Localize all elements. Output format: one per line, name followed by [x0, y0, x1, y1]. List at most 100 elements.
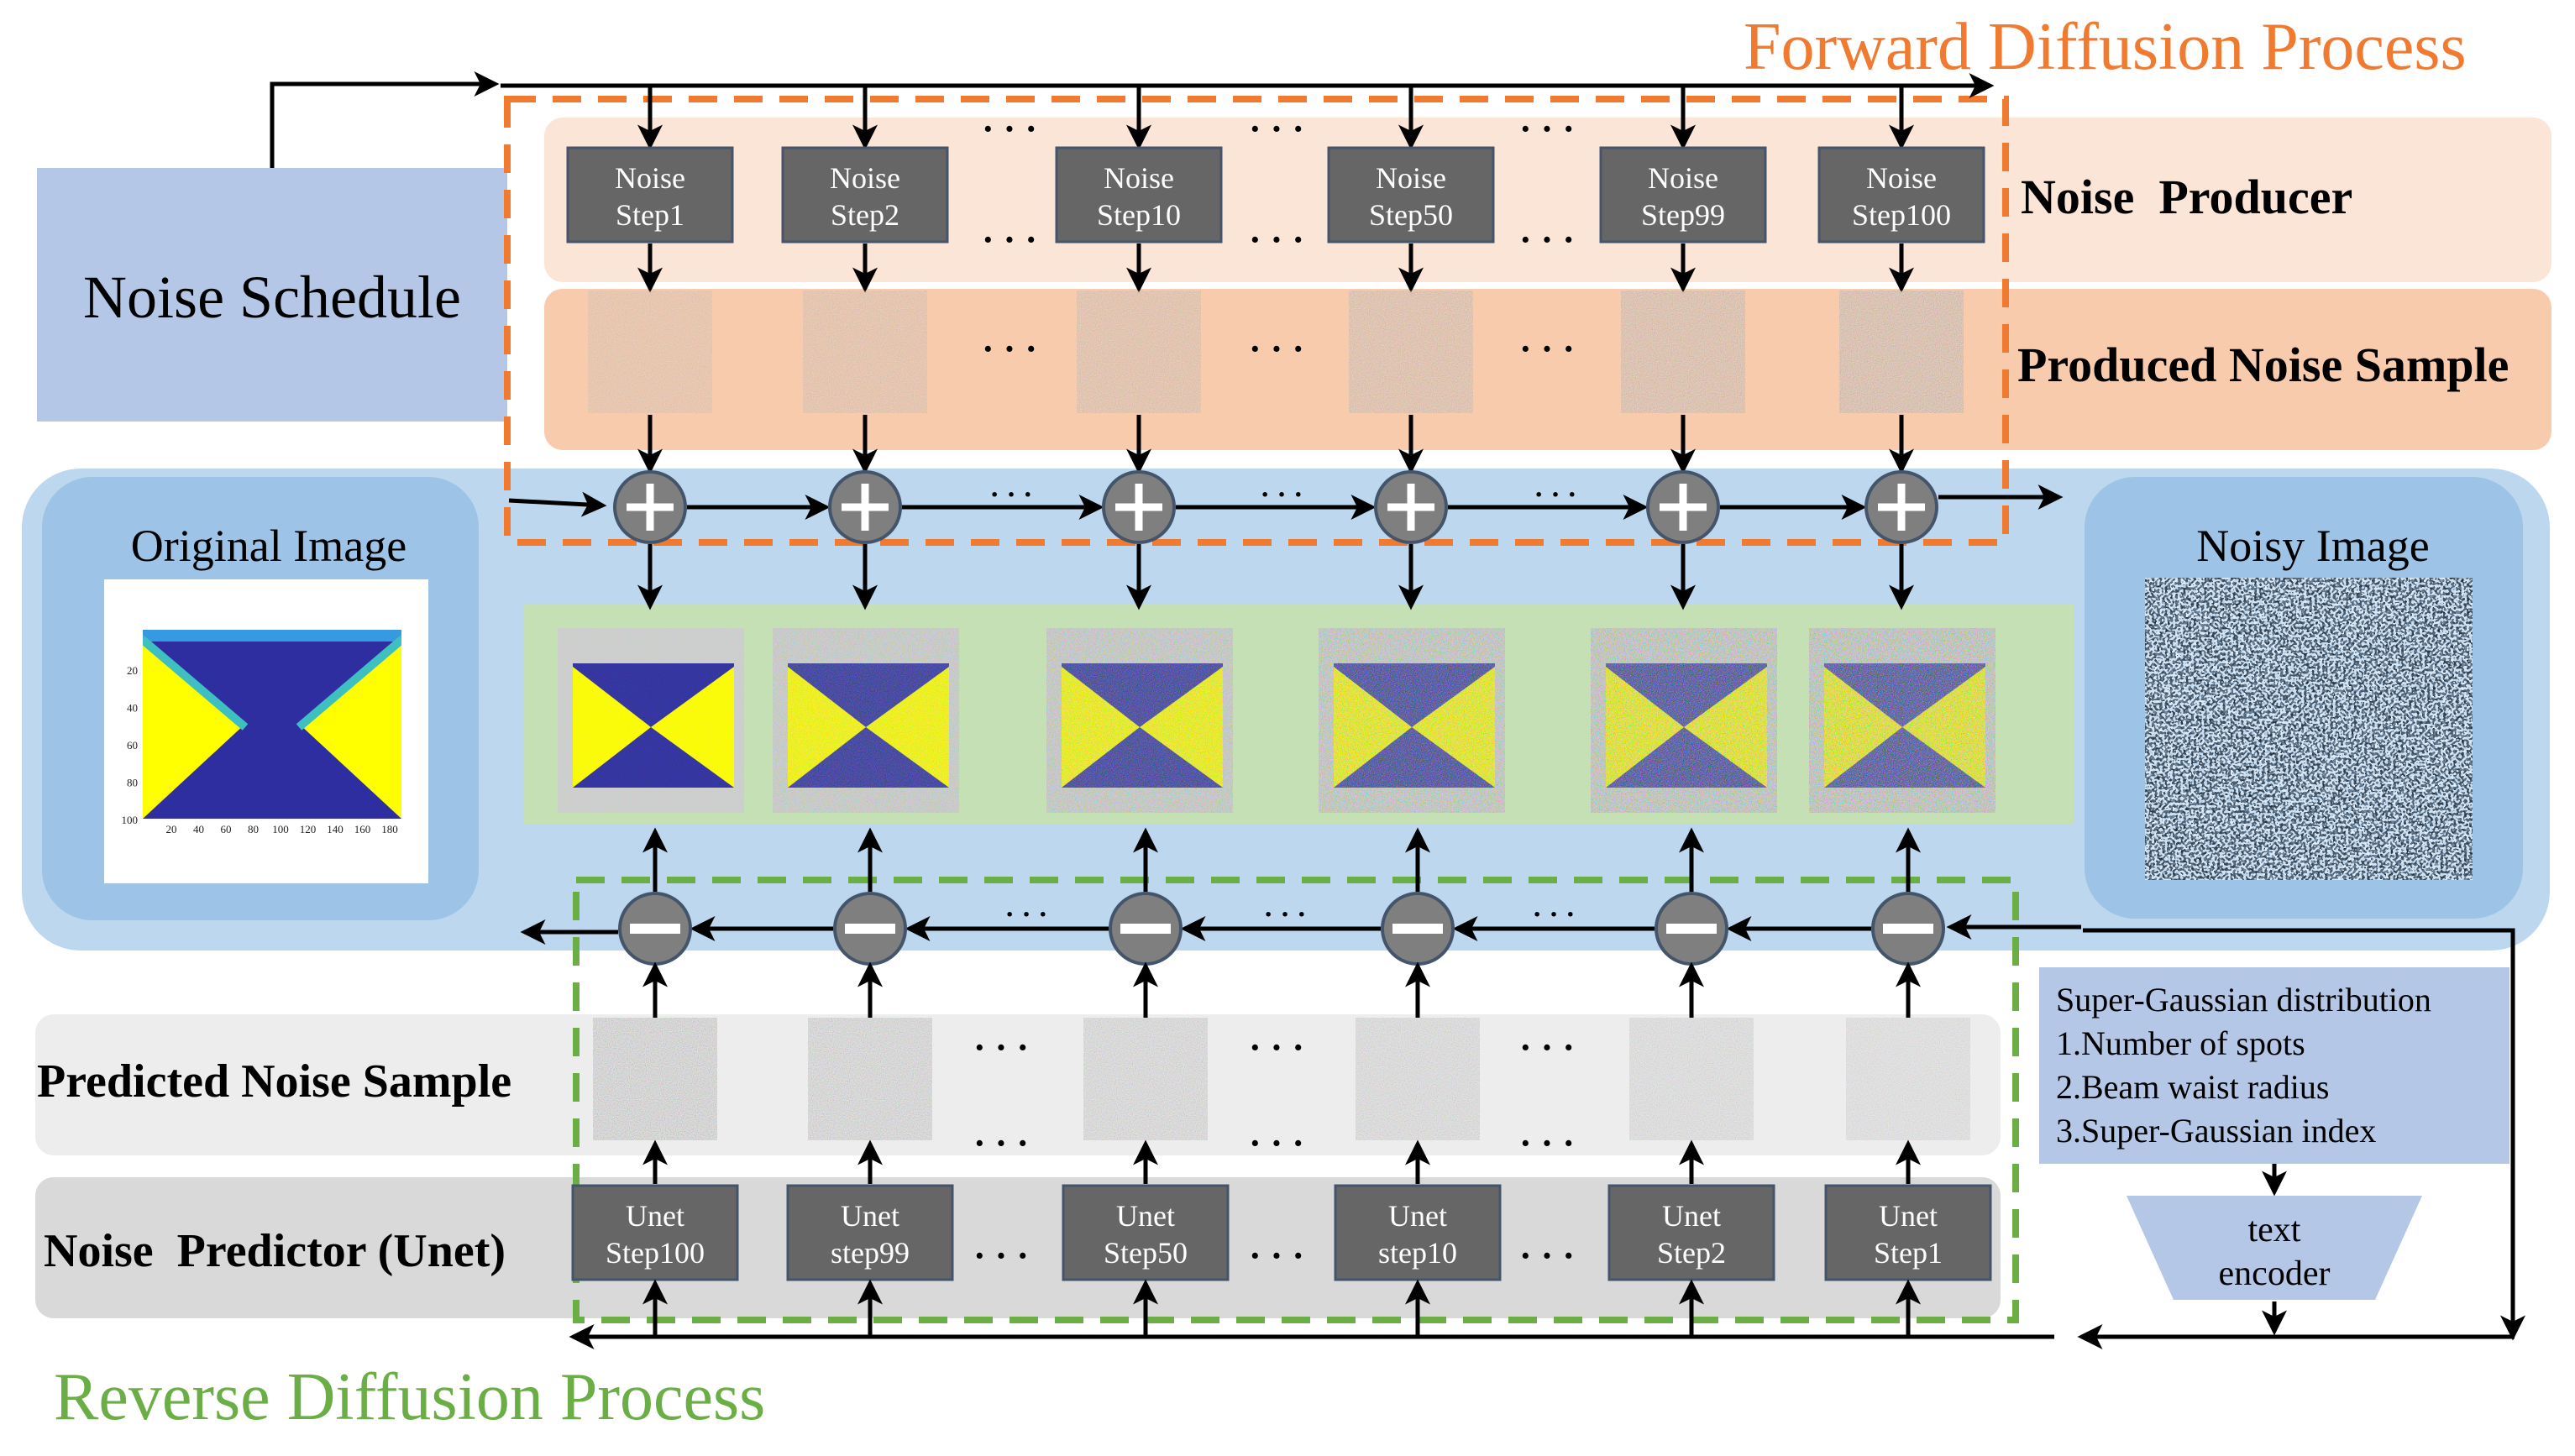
y-tick-label: 60 — [127, 739, 138, 752]
noise-producer-band — [544, 118, 2551, 282]
noisy-image-label: Noisy Image — [2196, 521, 2429, 571]
noise-step-rect — [566, 146, 734, 244]
denoised-image — [773, 628, 959, 813]
plus-sign — [1115, 484, 1162, 531]
unet-step-rect — [1062, 1184, 1230, 1281]
denoised-image — [1319, 628, 1505, 813]
ellipsis: · · · — [1519, 219, 1575, 260]
flow-arrows — [508, 484, 2081, 945]
schedule-flow-arrows — [270, 71, 2525, 1349]
ellipsis: · · · — [1249, 219, 1304, 260]
unet-step-label-1: Unet — [626, 1199, 684, 1233]
ellipsis: · · · — [1249, 1123, 1304, 1164]
plus-sign — [842, 484, 889, 531]
ellipsis-small: · · · — [989, 479, 1032, 511]
produced-noise-label: Produced Noise Sample — [2017, 338, 2509, 392]
noise-step-label-1: Noise — [1866, 161, 1937, 195]
plus-sign — [1387, 484, 1434, 531]
noise-producer-label: Noise Producer — [2021, 170, 2352, 224]
produced-noise-band — [544, 289, 2551, 450]
noise-step-label-2: Step99 — [1641, 198, 1725, 232]
minus-circle-icon — [1381, 892, 1455, 966]
ellipsis: · · · — [1519, 1235, 1575, 1276]
noise-predictor-label: Noise Predictor (Unet) — [44, 1225, 506, 1277]
noise-step-rect — [1327, 146, 1495, 244]
x-tick-label: 160 — [354, 823, 371, 835]
produced-noise-sample — [1839, 291, 1964, 413]
noise-schedule-label: Noise Schedule — [83, 264, 461, 331]
produced-noise-sample — [803, 291, 927, 413]
x-tick-label: 60 — [221, 823, 232, 835]
y-tick-label: 20 — [127, 664, 138, 677]
plus-circle-icon — [1864, 470, 1938, 544]
predicted-noise-sample — [593, 1018, 717, 1140]
forward-process-border — [504, 96, 2009, 546]
unet-step-label-2: Step50 — [1104, 1236, 1188, 1270]
ellipsis-markers: · · · · · · · · · · · · · · · · · · · · · · · ·… — [973, 108, 1577, 1276]
plus-sign — [627, 484, 674, 531]
text-encoder-shape — [2127, 1196, 2422, 1300]
flow-arrow — [508, 491, 607, 517]
forward-process-title: Forward Diffusion Process — [1744, 10, 2467, 84]
condition-box — [2039, 967, 2509, 1164]
thumb-noise-overlay — [773, 628, 959, 813]
plus-sign — [1878, 484, 1925, 531]
plus-circle-icon — [1646, 470, 1720, 544]
text-encoder-line1: text — [2248, 1211, 2301, 1249]
ellipsis: · · · — [973, 1027, 1029, 1068]
minus-circle-icon — [1655, 892, 1728, 966]
noise-step-label-1: Noise — [1648, 161, 1718, 195]
minus-circle-icon — [1871, 892, 1945, 966]
condition-title: Super-Gaussian distribution — [2056, 981, 2431, 1019]
ellipsis: · · · — [982, 219, 1037, 260]
unet-step-rect — [786, 1184, 954, 1281]
produced-noise-sample — [1621, 291, 1745, 413]
x-tick-label: 20 — [166, 823, 177, 835]
thumb-noise-overlay — [1046, 628, 1233, 813]
x-tick-label: 180 — [381, 823, 398, 835]
produced-noise-sample — [588, 291, 712, 413]
predicted-noise-sample — [1846, 1018, 1970, 1140]
ellipsis: · · · — [1249, 108, 1304, 149]
unet-step-rect — [1607, 1184, 1775, 1281]
ellipsis: · · · — [1519, 328, 1575, 369]
condition-item-3: 3.Super-Gaussian index — [2056, 1112, 2376, 1150]
ellipsis-small: · · · — [1004, 899, 1047, 930]
ellipsis-small: · · · — [1260, 479, 1303, 511]
noise-step-rect — [1599, 146, 1767, 244]
noise-step-label-2: Step2 — [831, 198, 899, 232]
condition-item-1: 1.Number of spots — [2056, 1024, 2305, 1062]
unet-step-label-2: Step100 — [606, 1236, 705, 1270]
unet-step-label-1: Unet — [1388, 1199, 1447, 1233]
thumb-noise-overlay — [558, 628, 744, 813]
plus-circle-icon — [828, 470, 902, 544]
unet-step-rect — [1334, 1184, 1502, 1281]
y-tick-label: 100 — [122, 814, 139, 826]
reverse-process-border — [573, 877, 2019, 1323]
reverse-process-title: Reverse Diffusion Process — [54, 1360, 765, 1434]
ellipsis: · · · — [973, 1123, 1029, 1164]
ellipsis: · · · — [973, 1235, 1029, 1276]
unet-step-label-2: step10 — [1378, 1236, 1457, 1270]
unet-step-label-2: Step1 — [1874, 1236, 1943, 1270]
ellipsis: · · · — [1519, 108, 1575, 149]
noise-step-label-1: Noise — [1376, 161, 1446, 195]
predicted-noise-label: Predicted Noise Sample — [37, 1055, 511, 1108]
noise-step-label-1: Noise — [830, 161, 900, 195]
noise-step-label-2: Step100 — [1852, 198, 1951, 232]
plus-sign — [1660, 484, 1707, 531]
